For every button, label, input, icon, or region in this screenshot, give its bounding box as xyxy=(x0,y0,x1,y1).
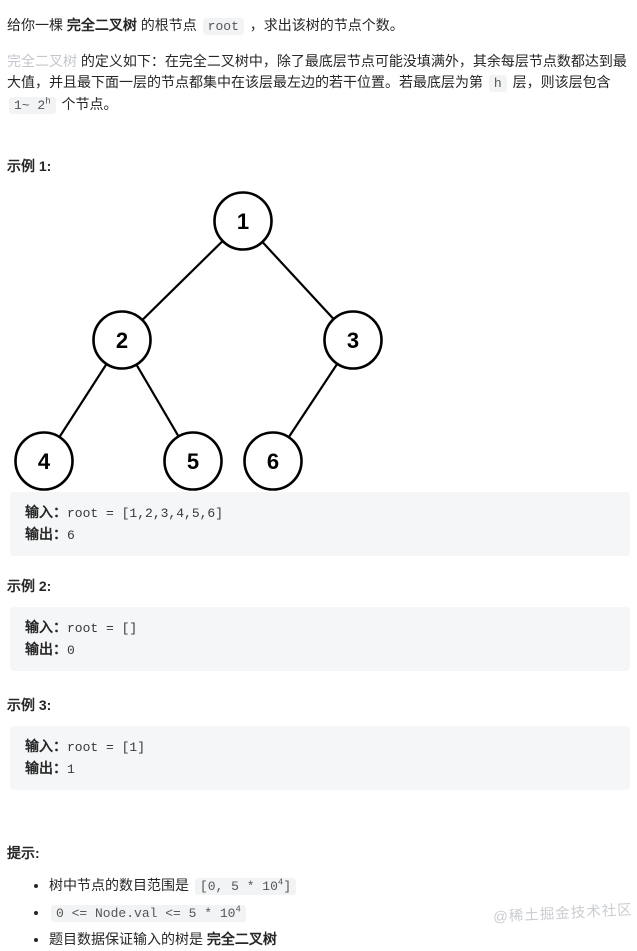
example-2-input: 输入：root = [] xyxy=(25,617,615,639)
input-value: root = [] xyxy=(67,621,138,636)
example-2-block: 输入：root = [] 输出：0 xyxy=(10,607,630,671)
tree-node-circle xyxy=(213,191,273,251)
hint-item: 题目数据保证输入的树是 完全二叉树 xyxy=(49,927,629,951)
tree-node-value: 6 xyxy=(267,449,279,474)
tree-node-circle xyxy=(14,431,74,491)
hints-list: 树中节点的数目范围是 [0, 5 * 104] 0 <= Node.val <=… xyxy=(7,873,629,951)
tree-node-value: 4 xyxy=(38,449,51,474)
example-3-input: 输入：root = [1] xyxy=(25,736,615,758)
tree-node-value: 5 xyxy=(187,449,199,474)
inline-code: [0, 5 * 104] xyxy=(194,878,297,895)
input-label: 输入： xyxy=(25,619,67,635)
output-label: 输出： xyxy=(25,760,67,776)
inline-code: root xyxy=(202,18,244,35)
tree-node-value: 1 xyxy=(237,209,249,234)
definition-link[interactable]: 完全二叉树 xyxy=(7,53,77,69)
tree-node-circle xyxy=(92,310,152,370)
bold-text: 完全二叉树 xyxy=(206,931,277,947)
hint-item: 树中节点的数目范围是 [0, 5 * 104] xyxy=(49,873,629,899)
example-3-block: 输入：root = [1] 输出：1 xyxy=(10,726,630,790)
input-value: root = [1,2,3,4,5,6] xyxy=(67,506,224,521)
example-1-heading: 示例 1: xyxy=(7,158,52,174)
example-2-heading: 示例 2: xyxy=(7,578,52,594)
example-3-heading: 示例 3: xyxy=(7,697,52,713)
example-1-block: 输入：root = [1,2,3,4,5,6] 输出：6 xyxy=(10,492,630,556)
tree-node-circle xyxy=(243,431,303,491)
example-3-output: 输出：1 xyxy=(25,758,615,780)
tree-node-value: 2 xyxy=(116,328,128,353)
inline-code: 0 <= Node.val <= 5 * 104 xyxy=(51,905,246,922)
output-value: 1 xyxy=(67,762,75,777)
output-label: 输出： xyxy=(25,641,67,657)
example-1-output: 输出：6 xyxy=(25,524,615,546)
input-label: 输入： xyxy=(25,738,67,754)
hints-heading: 提示: xyxy=(7,845,40,861)
bold-text: 完全二叉树 xyxy=(66,17,137,33)
input-value: root = [1] xyxy=(67,740,146,755)
problem-statement: 给你一棵 完全二叉树 的根节点 root ，求出该树的节点个数。 xyxy=(7,17,404,35)
tree-node-value: 3 xyxy=(347,328,359,353)
inline-code: 1~ 2h xyxy=(9,97,56,114)
tree-node-circle xyxy=(163,431,223,491)
example-1-input: 输入：root = [1,2,3,4,5,6] xyxy=(25,502,615,524)
example-2-output: 输出：0 xyxy=(25,639,615,661)
input-label: 输入： xyxy=(25,504,67,520)
hint-item: 0 <= Node.val <= 5 * 104 xyxy=(49,900,629,926)
output-value: 6 xyxy=(67,528,75,543)
inline-code: h xyxy=(488,75,507,92)
tree-node-circle xyxy=(323,310,383,370)
binary-tree-diagram: 1 2 3 4 5 6 xyxy=(14,191,383,491)
output-label: 输出： xyxy=(25,526,67,542)
output-value: 0 xyxy=(67,643,75,658)
definition-paragraph: 完全二叉树 的定义如下：在完全二叉树中，除了最底层节点可能没填满外，其余每层节点… xyxy=(7,53,627,114)
